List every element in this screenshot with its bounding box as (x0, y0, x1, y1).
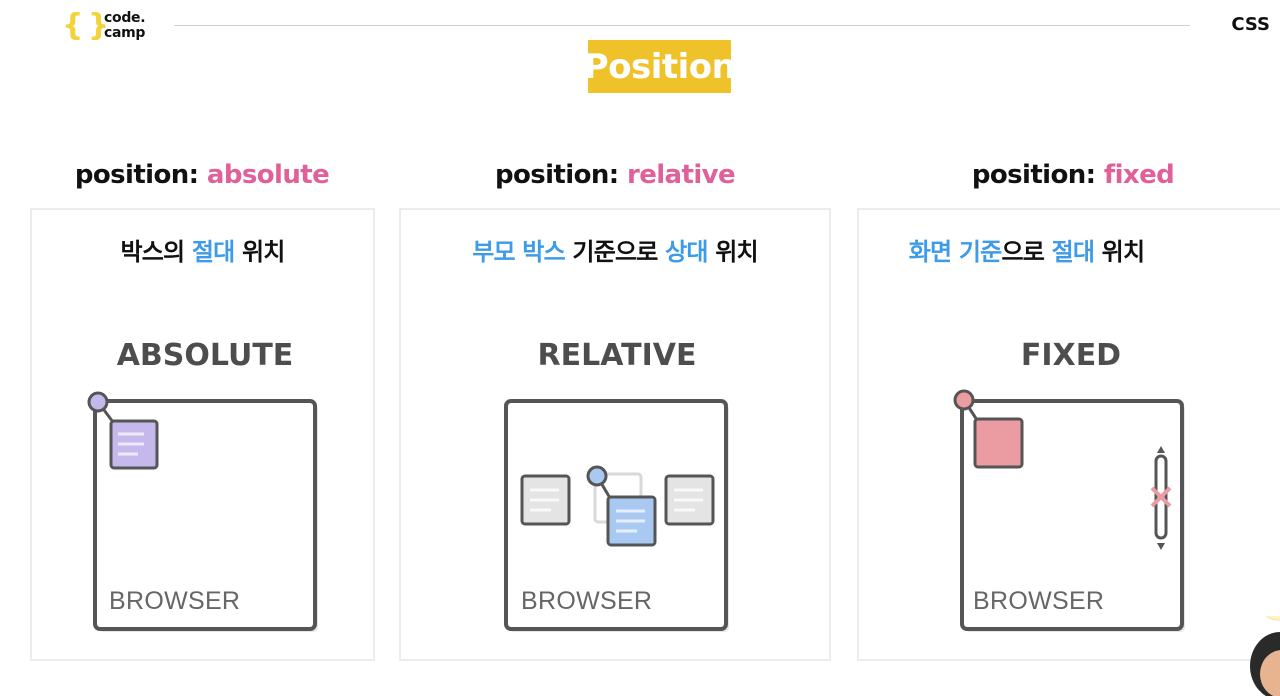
brace-left-icon: { (62, 8, 84, 43)
subtitle-segment: 으로 (1001, 238, 1052, 266)
fixed-box (973, 417, 1024, 469)
subtitle-segment: 위치 (707, 238, 758, 266)
browser-label: BROWSER (973, 587, 1104, 615)
logo-line-1: code. (104, 10, 146, 26)
anchor-point-icon (87, 391, 109, 413)
heading-keyword: relative (626, 160, 736, 190)
subtitle-segment: 기준으로 (564, 238, 666, 266)
subtitle-segment: 위치 (234, 238, 285, 266)
browser-label: BROWSER (521, 587, 652, 615)
heading-relative: position: relative (494, 160, 736, 190)
anchor-point-icon (586, 465, 608, 487)
heading-fixed: position: fixed (971, 160, 1175, 190)
logo-line-2: camp (104, 25, 146, 41)
subtitle-segment: 화면 기준 (908, 238, 1002, 266)
panel-absolute: 박스의 절대 위치 ABSOLUTE BROWSER (30, 208, 375, 661)
heading-prefix: position: (494, 160, 627, 190)
panel-relative: 부모 박스 기준으로 상대 위치 RELATIVE BROWSER (399, 208, 831, 661)
illus-label: ABSOLUTE (117, 338, 294, 373)
heading-keyword: absolute (206, 160, 330, 190)
brace-right-icon: } (88, 8, 110, 43)
heading-absolute: position: absolute (74, 160, 330, 190)
illus-label: FIXED (1021, 338, 1121, 373)
scrollbar-icon (1150, 446, 1172, 550)
absolute-illustration: ABSOLUTE BROWSER (87, 338, 318, 632)
subtitle-segment: 박스의 (120, 238, 192, 266)
slide-title: Position (584, 40, 736, 93)
panel-subtitle: 박스의 절대 위치 (32, 232, 373, 267)
subtitle-segment: 절대 (1051, 238, 1095, 266)
heading-keyword: fixed (1103, 160, 1175, 190)
heading-prefix: position: (971, 160, 1104, 190)
browser-label: BROWSER (109, 587, 240, 615)
header-rule (174, 25, 1190, 26)
subtitle-segment: 부모 박스 (472, 238, 565, 266)
anchor-point-icon (953, 389, 975, 411)
lightbulb-icon (1265, 616, 1280, 621)
subtitle-segment: 위치 (1094, 238, 1145, 266)
illus-label: RELATIVE (538, 338, 697, 373)
subtitle-segment: 절대 (191, 238, 235, 266)
code-camp-logo: { } code. camp (62, 8, 152, 44)
presenter-avatar (1250, 616, 1280, 696)
topic-label: CSS (1231, 14, 1270, 35)
relative-illustration: RELATIVE BROWSER (504, 338, 729, 632)
panel-fixed: 화면 기준으로 절대 위치 FIXED BROWSER (857, 208, 1280, 661)
panel-subtitle: 부모 박스 기준으로 상대 위치 (401, 232, 829, 267)
fixed-illustration: FIXED BROWSER (953, 338, 1185, 632)
logo-text: code. camp (104, 10, 146, 41)
panel-subtitle: 화면 기준으로 절대 위치 (859, 232, 1194, 267)
heading-prefix: position: (74, 160, 207, 190)
subtitle-segment: 상대 (665, 238, 708, 266)
